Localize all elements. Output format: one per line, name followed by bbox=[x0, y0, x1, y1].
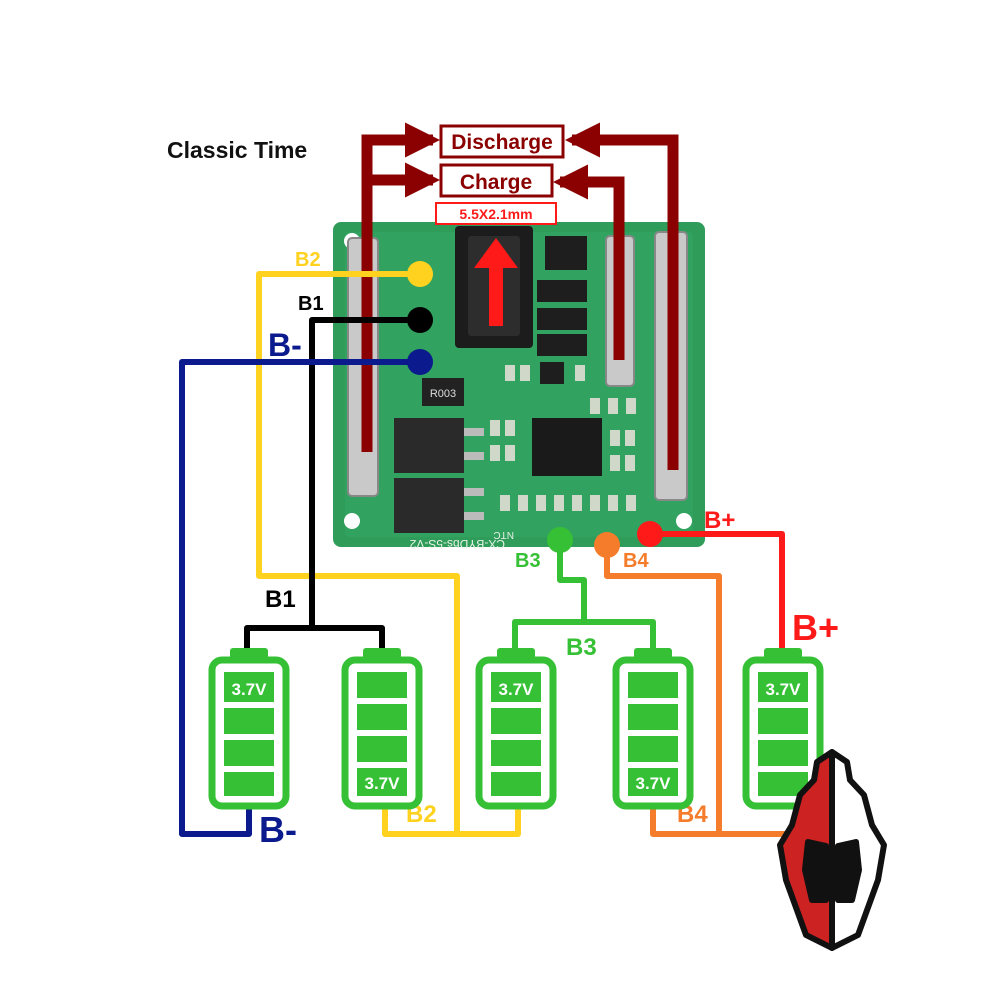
spartan-helmet-icon bbox=[777, 749, 887, 951]
bplus-connector bbox=[637, 521, 663, 547]
label-bplus-mid: B+ bbox=[792, 607, 839, 648]
wire-b4-link bbox=[650, 805, 722, 837]
cell-5-voltage: 3.7V bbox=[766, 680, 802, 699]
wire-b1 bbox=[309, 317, 423, 631]
mounting-hole bbox=[676, 513, 692, 529]
b4-connector bbox=[594, 532, 620, 558]
cell-4-voltage: 3.7V bbox=[636, 774, 672, 793]
mosfet bbox=[394, 418, 464, 473]
label-b3-mid: B3 bbox=[566, 634, 597, 661]
wire-b2-link bbox=[382, 805, 460, 837]
jack-size-box bbox=[435, 202, 557, 225]
b1-connector bbox=[407, 307, 433, 333]
battery-cell-2: 3.7V bbox=[341, 648, 423, 810]
discharge-label: Discharge bbox=[451, 131, 553, 154]
brand-title: Classic Time bbox=[167, 137, 307, 163]
discharge-path-left bbox=[361, 122, 441, 452]
resistor-label: R003 bbox=[430, 388, 456, 400]
bminus-connector bbox=[407, 349, 433, 375]
label-b1-mid: B1 bbox=[265, 586, 296, 613]
jack-size-label: 5.5X2.1mm bbox=[459, 206, 532, 222]
battery-cell-5: 3.7V bbox=[742, 648, 824, 810]
label-b2-top: B2 bbox=[295, 249, 321, 271]
wire-b3 bbox=[557, 537, 587, 625]
wire-bminus bbox=[179, 359, 423, 837]
label-b4-top: B4 bbox=[623, 550, 649, 572]
silkscreen: CX-BYDbs-5S-V2 bbox=[409, 537, 505, 551]
discharge-box bbox=[439, 124, 565, 159]
b2-connector bbox=[407, 261, 433, 287]
charge-box bbox=[439, 163, 554, 198]
label-bminus-top: B- bbox=[268, 327, 302, 363]
shunt-resistor bbox=[422, 378, 464, 406]
battery-cell-4: 3.7V bbox=[612, 648, 694, 810]
mounting-hole bbox=[344, 513, 360, 529]
mosfet bbox=[394, 478, 464, 533]
cell-2-voltage: 3.7V bbox=[365, 774, 401, 793]
battery-cell-3: 3.7V bbox=[475, 648, 557, 810]
wire-b3-link bbox=[512, 619, 656, 651]
chip bbox=[545, 236, 587, 270]
cell-1-voltage: 3.7V bbox=[232, 680, 268, 699]
discharge-path-right bbox=[564, 122, 679, 470]
wire-b2 bbox=[256, 271, 521, 837]
label-b3-top: B3 bbox=[515, 550, 541, 572]
cell-3-voltage: 3.7V bbox=[499, 680, 535, 699]
battery-cell-1: 3.7V bbox=[208, 648, 290, 810]
wire-b4 bbox=[604, 542, 803, 837]
label-b1-top: B1 bbox=[298, 293, 324, 315]
label-bplus-top: B+ bbox=[704, 507, 735, 534]
b3-connector bbox=[547, 527, 573, 553]
charge-label: Charge bbox=[460, 171, 532, 194]
power-paths bbox=[361, 122, 679, 470]
ntc-label: NTC bbox=[493, 529, 514, 540]
charge-up-arrow-icon bbox=[474, 238, 518, 326]
charge-path-right bbox=[552, 164, 625, 360]
wire-b1-link bbox=[244, 625, 385, 651]
bms-ic bbox=[532, 418, 602, 476]
wire-bplus bbox=[647, 531, 785, 651]
label-bminus-bottom: B- bbox=[259, 809, 297, 850]
